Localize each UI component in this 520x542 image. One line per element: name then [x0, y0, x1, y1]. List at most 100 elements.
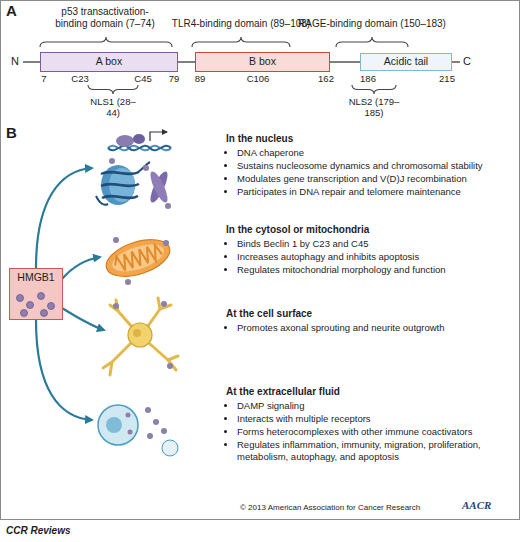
mitochondrion-illustration	[113, 237, 119, 243]
bullet-item: Regulates inflammation, immunity, migrat…	[237, 439, 516, 463]
nucleus-illustration	[108, 146, 171, 151]
nucleus-illustration	[165, 203, 171, 209]
panel-letter: A	[6, 2, 17, 20]
bullet-item: Binds Beclin 1 by C23 and C45	[237, 238, 516, 250]
domain-brace	[88, 85, 138, 94]
section-heading: In the nucleus	[226, 133, 516, 145]
domain-brace	[40, 37, 408, 94]
panel-letter: B	[6, 124, 17, 142]
mitochondrion-illustration	[113, 243, 164, 273]
nls-label: NLS1 (28–44)	[88, 96, 138, 119]
residue-number: 186	[353, 73, 383, 84]
bullet-item: Sustains nucleosome dynamics and chromos…	[237, 160, 516, 172]
node-text: HMGB1	[17, 272, 54, 284]
backbone-connector	[178, 61, 195, 63]
cell-illustration	[126, 413, 131, 418]
terminus-label: C	[459, 55, 475, 68]
nucleus-illustration	[138, 162, 150, 172]
neuron-illustration	[113, 303, 119, 309]
bullet-item: Forms heterocomplexes with other immune …	[237, 426, 516, 438]
cell-illustration	[128, 430, 133, 435]
section-heading: In the cytosol or mitochondria	[226, 224, 516, 236]
section-heading: At the extracellular fluid	[226, 386, 516, 398]
bullet-item: DNA chaperone	[237, 147, 516, 159]
cell-illustration	[145, 407, 151, 413]
nucleus-illustration	[101, 184, 139, 186]
neuron-illustration	[133, 329, 141, 337]
residue-number: 7	[29, 73, 59, 84]
residue-number: 215	[432, 73, 462, 84]
terminus-label: N	[7, 55, 23, 68]
residue-number: C45	[128, 73, 158, 84]
protein-box: HMGB1	[9, 268, 63, 320]
nucleus-illustration	[143, 165, 149, 171]
nucleus-illustration	[147, 169, 170, 204]
node-text: B box	[249, 56, 276, 68]
bullet-item: Promotes axonal sprouting and neurite ou…	[237, 322, 516, 334]
bullet-item: Increases autophagy and inhibits apoptos…	[237, 251, 516, 263]
domain-box: Acidic tail	[360, 53, 452, 71]
protein-backbone	[23, 61, 40, 63]
residue-number: C106	[241, 73, 275, 84]
mitochondrion-illustration	[102, 233, 175, 285]
bullet-item: DAMP signaling	[237, 400, 516, 412]
domain-brace	[336, 37, 408, 47]
mitochondrion-illustration	[109, 239, 167, 277]
neuron-illustration	[103, 298, 178, 375]
bullet-item: Regulates mitochondrial morphology and f…	[237, 264, 516, 276]
nucleus-illustration	[101, 172, 139, 174]
cell-illustration	[106, 417, 122, 433]
figure-border	[1, 1, 520, 520]
neuron-illustration	[103, 298, 178, 375]
nucleus-illustration	[133, 134, 145, 144]
residue-number: 79	[159, 73, 189, 84]
domain-label: RAGE-binding domain (150–183)	[287, 18, 457, 30]
residue-number: 89	[185, 73, 215, 84]
nucleus-illustration	[96, 132, 171, 209]
domain-label: p53 transactivation- binding domain (7–7…	[45, 6, 165, 30]
publisher-logo: AACR	[462, 499, 491, 512]
domain-box: B box	[195, 52, 330, 72]
domain-brace	[352, 85, 396, 94]
cell-illustration	[162, 440, 178, 456]
residue-number: C23	[65, 73, 95, 84]
mitochondrion-illustration	[102, 233, 175, 284]
transport-arrow	[62, 257, 100, 279]
bullet-item: Participates in DNA repair and telomere …	[237, 186, 516, 198]
cell-illustration	[161, 428, 167, 434]
neuron-illustration	[161, 301, 167, 307]
neuron-illustration	[128, 323, 152, 347]
residue-number: 162	[311, 73, 341, 84]
nucleus-illustration	[108, 146, 171, 151]
domain-brace	[40, 37, 172, 47]
domain-brace	[192, 37, 290, 47]
bullet-item: Interacts with multiple receptors	[237, 413, 516, 425]
node-text: Acidic tail	[384, 56, 428, 68]
transport-arrow	[36, 320, 92, 420]
cell-illustration	[153, 419, 159, 425]
mitochondrion-illustration	[102, 233, 175, 284]
nucleus-illustration	[150, 132, 167, 141]
transport-arrow	[62, 308, 104, 330]
nucleus-illustration	[102, 196, 138, 198]
mitochondrion-illustration	[125, 279, 131, 285]
nucleus-illustration	[116, 135, 134, 147]
backbone-connector	[330, 61, 360, 63]
domain-box: A box	[40, 52, 178, 72]
mitochondrion-illustration	[163, 240, 169, 246]
protein-backbone	[452, 61, 460, 63]
nls-label: NLS2 (179–185)	[346, 96, 402, 119]
bullet-item: Modulates gene transcription and V(D)J r…	[237, 173, 516, 185]
section-heading: At the cell surface	[226, 308, 516, 320]
neuron-illustration	[167, 363, 173, 369]
nucleus-illustration	[147, 169, 170, 204]
cell-illustration	[147, 433, 153, 439]
nucleus-illustration	[109, 158, 115, 164]
node-text: A box	[96, 56, 122, 68]
transport-arrow	[36, 168, 92, 268]
copyright-note: © 2013 American Association for Cancer R…	[240, 503, 420, 513]
journal-tag: CCR Reviews	[6, 525, 70, 537]
cell-illustration	[98, 405, 178, 456]
cell-illustration	[98, 405, 138, 445]
